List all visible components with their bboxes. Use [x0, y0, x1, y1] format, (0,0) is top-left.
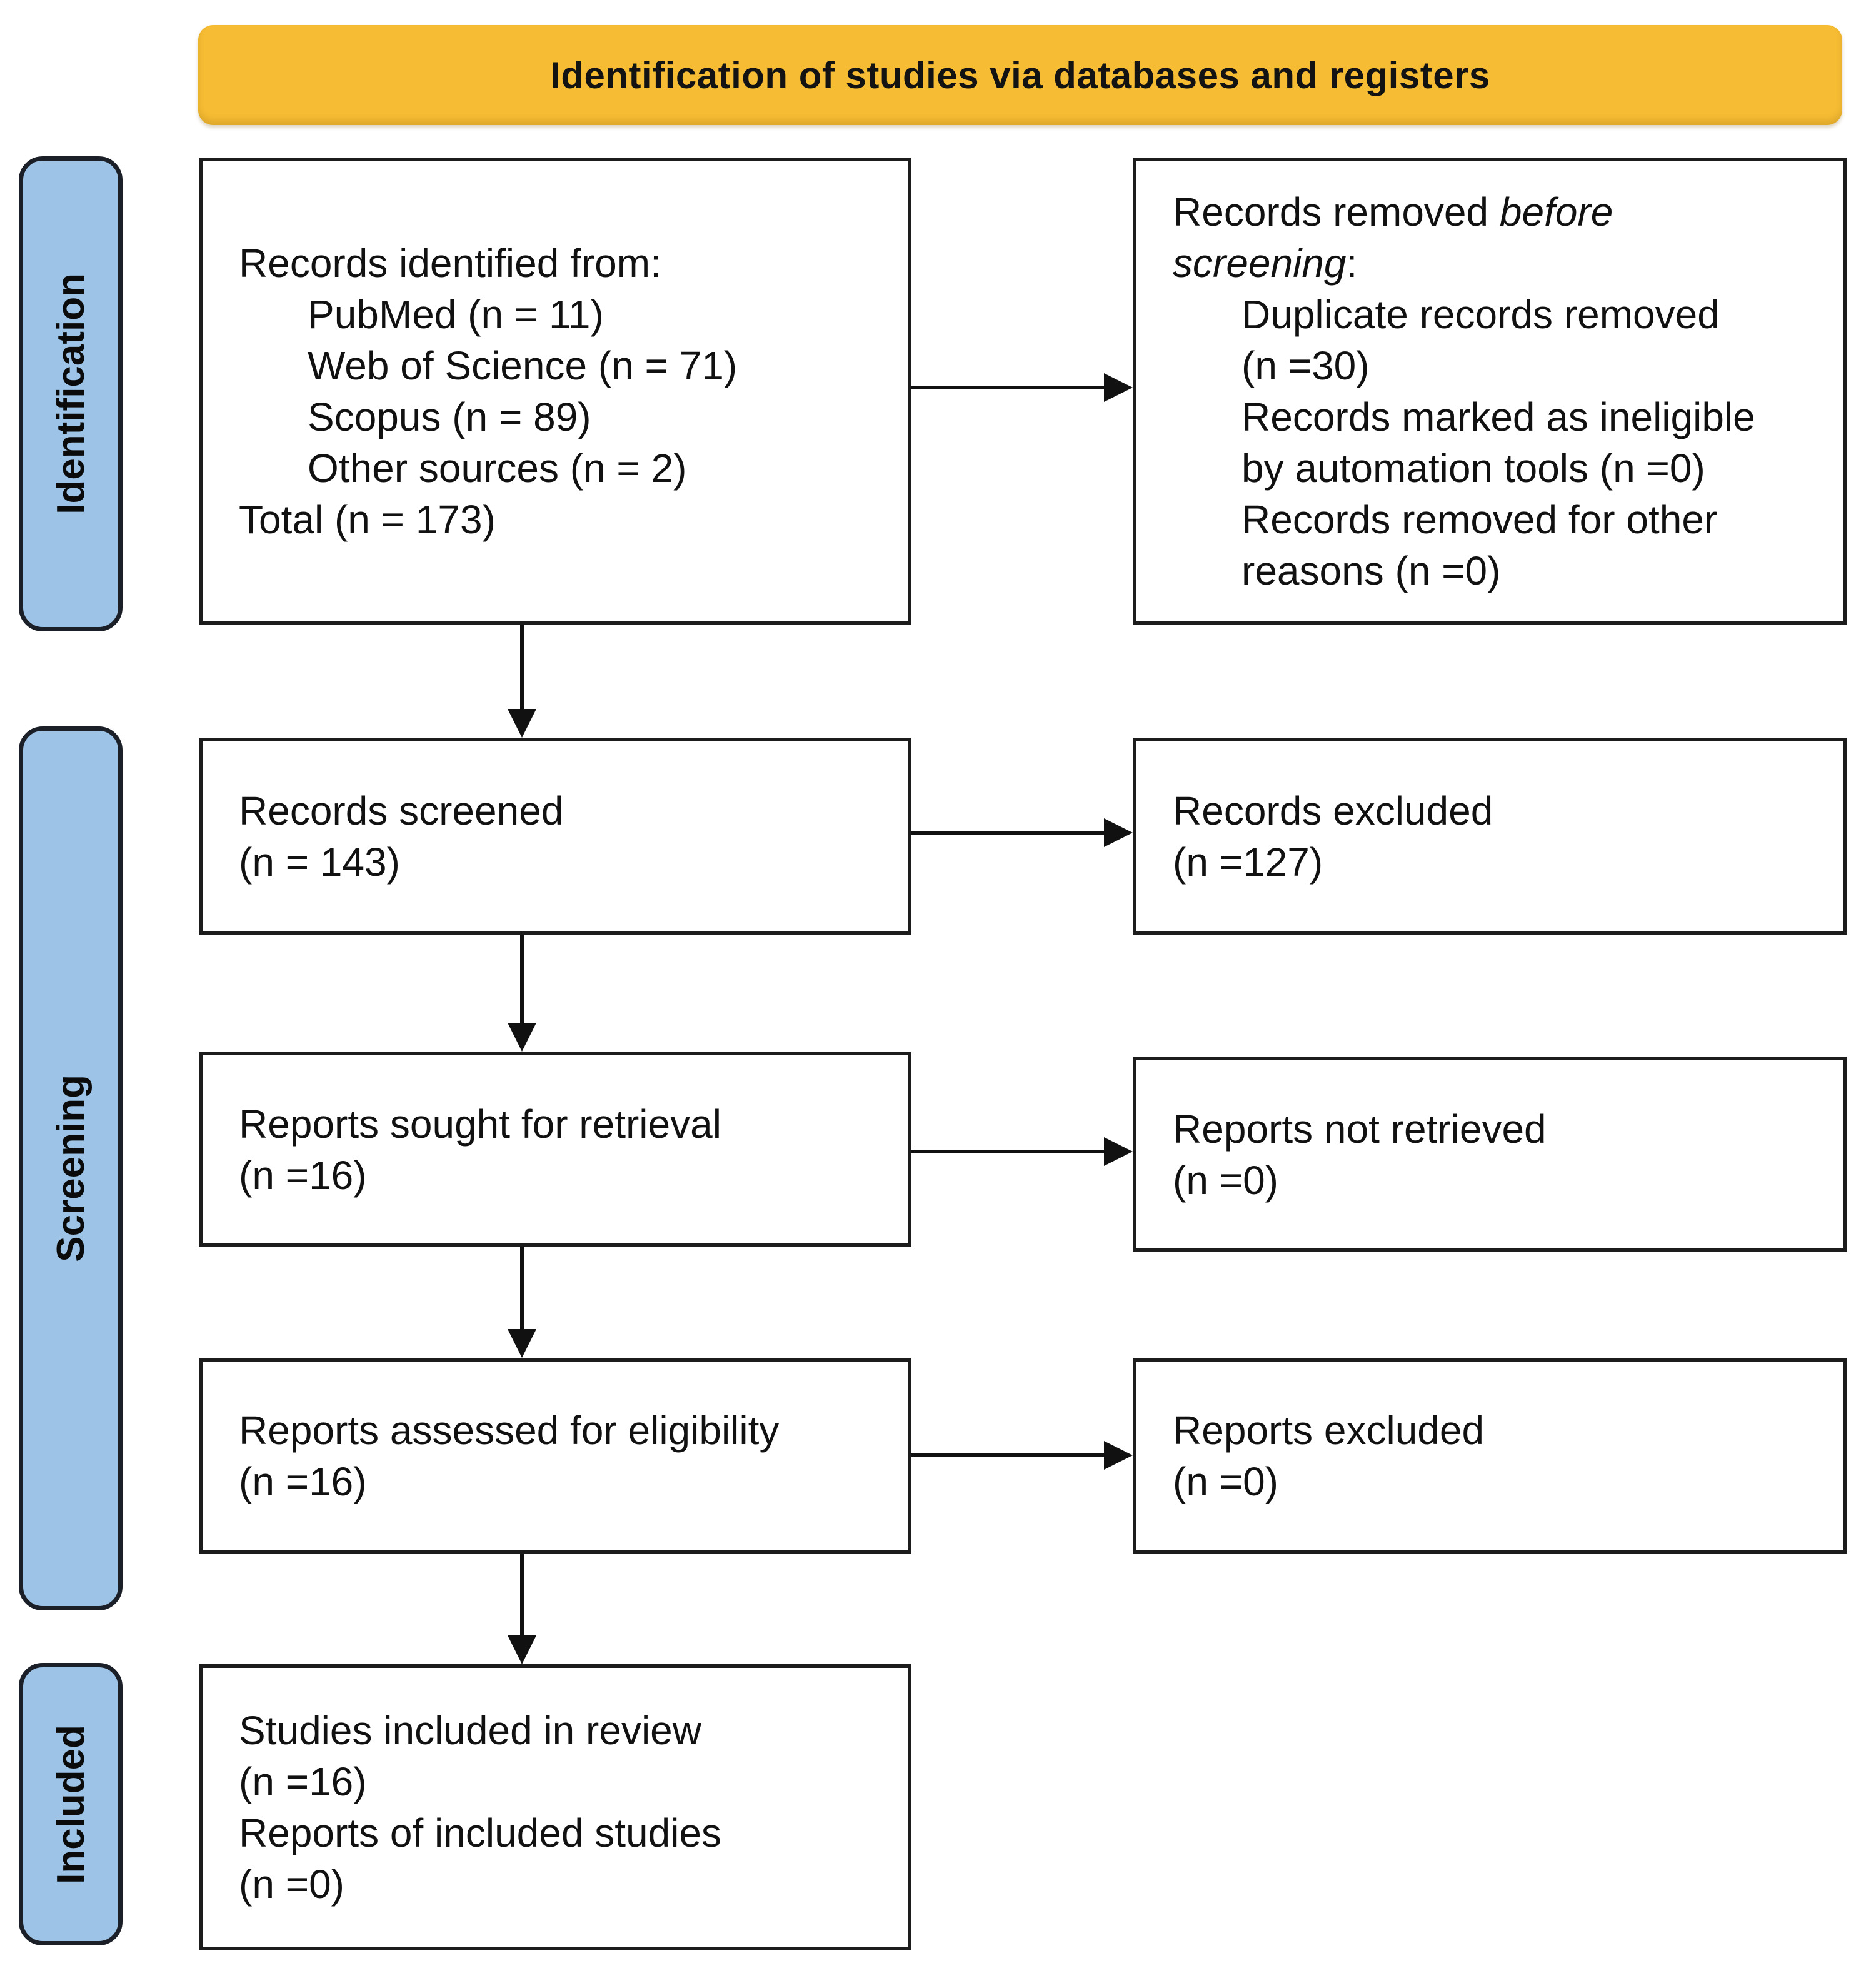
text-line: Reports not retrieved — [1173, 1103, 1547, 1155]
text-segment: Reports sought for retrieval — [239, 1101, 721, 1147]
text-line: by automation tools (n =0) — [1173, 443, 1705, 494]
text-line: (n =0) — [1173, 1456, 1278, 1507]
text-line: Reports of included studies — [239, 1807, 721, 1859]
stage-screening: Screening — [19, 726, 123, 1610]
text-segment: (n =0) — [1173, 1157, 1278, 1203]
text-segment: : — [1346, 241, 1358, 286]
text-line: Reports sought for retrieval — [239, 1098, 721, 1150]
text-line: Reports assessed for eligibility — [239, 1405, 779, 1456]
arrow-identified-to-removed — [911, 373, 1133, 402]
text-line: (n =30) — [1173, 340, 1370, 391]
arrow-sought-to-not-retrieved — [911, 1137, 1133, 1166]
text-segment: Studies included in review — [239, 1708, 701, 1753]
text-line: (n =16) — [239, 1150, 367, 1201]
text-segment: Reports of included studies — [239, 1810, 721, 1855]
italic-text-segment: screening — [1173, 241, 1347, 286]
text-segment: Records marked as ineligible — [1241, 394, 1755, 439]
text-line: (n =0) — [239, 1859, 344, 1910]
text-segment: Other sources (n = 2) — [308, 446, 687, 491]
arrow-screened-to-excluded — [911, 818, 1133, 847]
stage-identification-label: Identification — [49, 273, 93, 515]
text-segment: Duplicate records removed — [1241, 292, 1720, 337]
text-line: Duplicate records removed — [1173, 289, 1720, 340]
stage-included-label: Included — [49, 1724, 93, 1884]
text-segment: (n =16) — [239, 1458, 367, 1504]
box-studies-included: Studies included in review (n =16) Reports… — [199, 1664, 911, 1950]
arrow-assessed-to-included — [508, 1554, 536, 1664]
stage-screening-label: Screening — [49, 1075, 93, 1262]
box-reports-excluded: Reports excluded (n =0) — [1133, 1358, 1847, 1554]
text-segment: (n =16) — [239, 1152, 367, 1198]
text-segment: Records identified from: — [239, 241, 661, 286]
text-line: Records identified from: — [239, 238, 661, 289]
text-segment: Records removed for other — [1241, 497, 1718, 542]
text-line: Other sources (n = 2) — [239, 443, 686, 494]
text-line: (n =0) — [1173, 1155, 1278, 1206]
text-line: (n =127) — [1173, 836, 1323, 888]
stage-identification: Identification — [19, 156, 123, 631]
stage-included: Included — [19, 1663, 123, 1945]
text-line: PubMed (n = 11) — [239, 289, 604, 340]
text-segment: (n =0) — [1173, 1458, 1278, 1504]
banner: Identification of studies via databases … — [198, 25, 1842, 125]
text-segment: reasons (n =0) — [1241, 548, 1501, 593]
text-segment: Records excluded — [1173, 788, 1493, 833]
text-segment: (n =30) — [1241, 343, 1370, 388]
text-line: Records removed for other — [1173, 494, 1717, 545]
text-segment: (n =16) — [239, 1759, 367, 1804]
text-line: Reports excluded — [1173, 1405, 1484, 1456]
text-line: Web of Science (n = 71) — [239, 340, 737, 391]
text-line: reasons (n =0) — [1173, 545, 1500, 596]
text-segment: Web of Science (n = 71) — [308, 343, 738, 388]
arrow-identified-to-screened — [508, 625, 536, 738]
text-line: Records removed before — [1173, 186, 1613, 238]
arrow-assessed-to-reports-excluded — [911, 1441, 1133, 1470]
text-line: Total (n = 173) — [239, 494, 496, 545]
text-line: Records excluded — [1173, 785, 1493, 836]
text-segment: (n =0) — [239, 1862, 344, 1907]
arrow-sought-to-assessed — [508, 1247, 536, 1358]
text-segment: Reports excluded — [1173, 1407, 1485, 1453]
banner-title: Identification of studies via databases … — [550, 54, 1490, 96]
text-segment: PubMed (n = 11) — [308, 292, 604, 337]
text-line: Records marked as ineligible — [1173, 391, 1755, 443]
box-reports-not-retrieved: Reports not retrieved (n =0) — [1133, 1057, 1847, 1252]
text-line: Studies included in review — [239, 1705, 701, 1756]
text-segment: Records screened — [239, 788, 564, 833]
text-segment: Total (n = 173) — [239, 497, 496, 542]
text-segment: Reports assessed for eligibility — [239, 1407, 780, 1453]
text-line: (n =16) — [239, 1756, 367, 1807]
text-segment: Records removed — [1173, 189, 1500, 234]
text-segment: Scopus (n = 89) — [308, 394, 591, 439]
text-line: (n =16) — [239, 1456, 367, 1507]
box-records-excluded: Records excluded (n =127) — [1133, 738, 1847, 935]
box-records-screened: Records screened (n = 143) — [199, 738, 911, 935]
text-line: screening: — [1173, 238, 1357, 289]
text-segment: by automation tools (n =0) — [1241, 446, 1705, 491]
italic-text-segment: before — [1499, 189, 1613, 234]
text-segment: (n = 143) — [239, 839, 400, 885]
text-segment: Reports not retrieved — [1173, 1106, 1547, 1152]
text-line: (n = 143) — [239, 836, 400, 888]
box-reports-assessed: Reports assessed for eligibility (n =16) — [199, 1358, 911, 1554]
arrow-screened-to-sought — [508, 935, 536, 1052]
box-reports-sought: Reports sought for retrieval (n =16) — [199, 1052, 911, 1247]
text-line: Scopus (n = 89) — [239, 391, 591, 443]
box-records-identified: Records identified from: PubMed (n = 11) W… — [199, 158, 911, 625]
text-segment: (n =127) — [1173, 839, 1323, 885]
text-line: Records screened — [239, 785, 563, 836]
